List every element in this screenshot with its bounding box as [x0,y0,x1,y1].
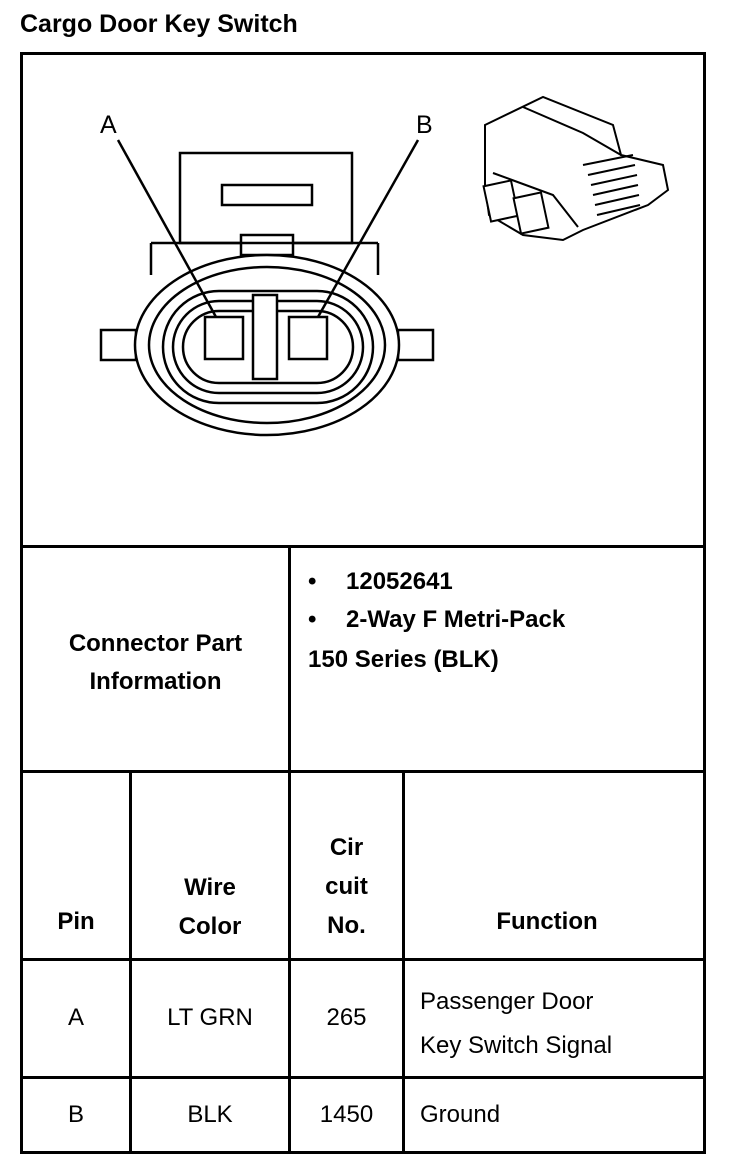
divider-partinfo-col [288,545,291,773]
row-b-pin: B [67,1101,84,1128]
part-number: 12052641 [346,568,453,595]
divider-header-bottom [20,958,706,961]
connector-table-frame [20,52,706,1154]
row-b-function: Ground [420,1101,501,1128]
divider-diagram-bottom [20,545,706,548]
row-b-wire-color: BLK [187,1101,233,1128]
connector-3d-view-icon [482,95,670,242]
header-function: Function [496,908,598,935]
row-a-wire-color: LT GRN [167,1004,253,1031]
part-info-label-line2: Information [89,668,222,695]
header-circuit-no: Cir cuit No. [325,834,368,939]
part-info-label: Connector Part Information [23,625,288,701]
connector-type-bullet: • 2-Way F Metri-Pack [308,606,565,634]
row-b-circuit: 1450 [319,1101,374,1128]
bullet-icon: • [308,606,317,633]
header-wire-color: Wire Color [178,874,242,940]
divider-partinfo-bottom [20,770,706,773]
page-title: Cargo Door Key Switch [20,10,298,38]
pin-label-b: B [416,111,433,139]
row-a-circuit: 265 [326,1004,367,1031]
part-number-bullet: • 12052641 [308,568,453,596]
connector-face-view-icon [99,95,670,437]
connector-diagram: A B [23,55,703,545]
row-a-function: Passenger Door Key Switch Signal [420,988,613,1059]
divider-col-circuit [402,770,405,1154]
bullet-icon: • [308,568,317,595]
connector-type: 2-Way F Metri-Pack [346,606,566,633]
divider-col-pin [129,770,132,1154]
row-a-pin: A [67,1004,84,1031]
divider-row-b-bottom [20,1151,706,1154]
divider-col-wire [288,770,291,1154]
part-info-label-line1: Connector Part [68,630,243,657]
header-pin: Pin [57,908,95,935]
divider-row-a-bottom [20,1076,706,1079]
connector-series: 150 Series (BLK) [308,646,499,673]
pin-label-a: A [100,111,117,139]
